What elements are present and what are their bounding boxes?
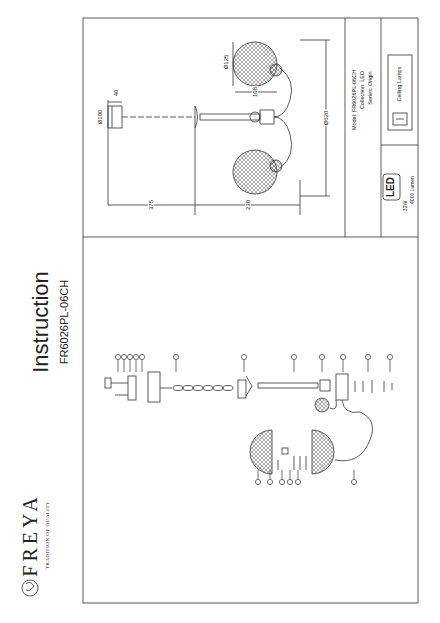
brand-logo-text: TRADITION OF QUALITY [45, 501, 50, 569]
spec-text: 32W [403, 201, 408, 211]
brand-logo-text: FREYA [20, 493, 40, 576]
spec-text: Collection: LED [360, 71, 366, 109]
spec-text: Series: Origin [368, 71, 374, 104]
dimension: Ø620 [323, 110, 329, 127]
heading: FR6026PL-06CH [59, 280, 70, 364]
spec-text: Ceiling Lamps [397, 67, 403, 102]
heading: Instruction [30, 271, 52, 373]
spec-text: LED [386, 177, 396, 197]
spec-text: 4000 Lumen [410, 176, 415, 204]
dimension: Ø100 [97, 109, 103, 126]
spec-text: Model: FR6026PL-06CH [352, 70, 358, 130]
dimension: 230 [245, 199, 251, 211]
dimension: Ø125 [223, 54, 229, 71]
dimension: 108 [252, 86, 258, 98]
dimension: 375 [148, 199, 154, 211]
dimension: 40 [113, 89, 119, 98]
